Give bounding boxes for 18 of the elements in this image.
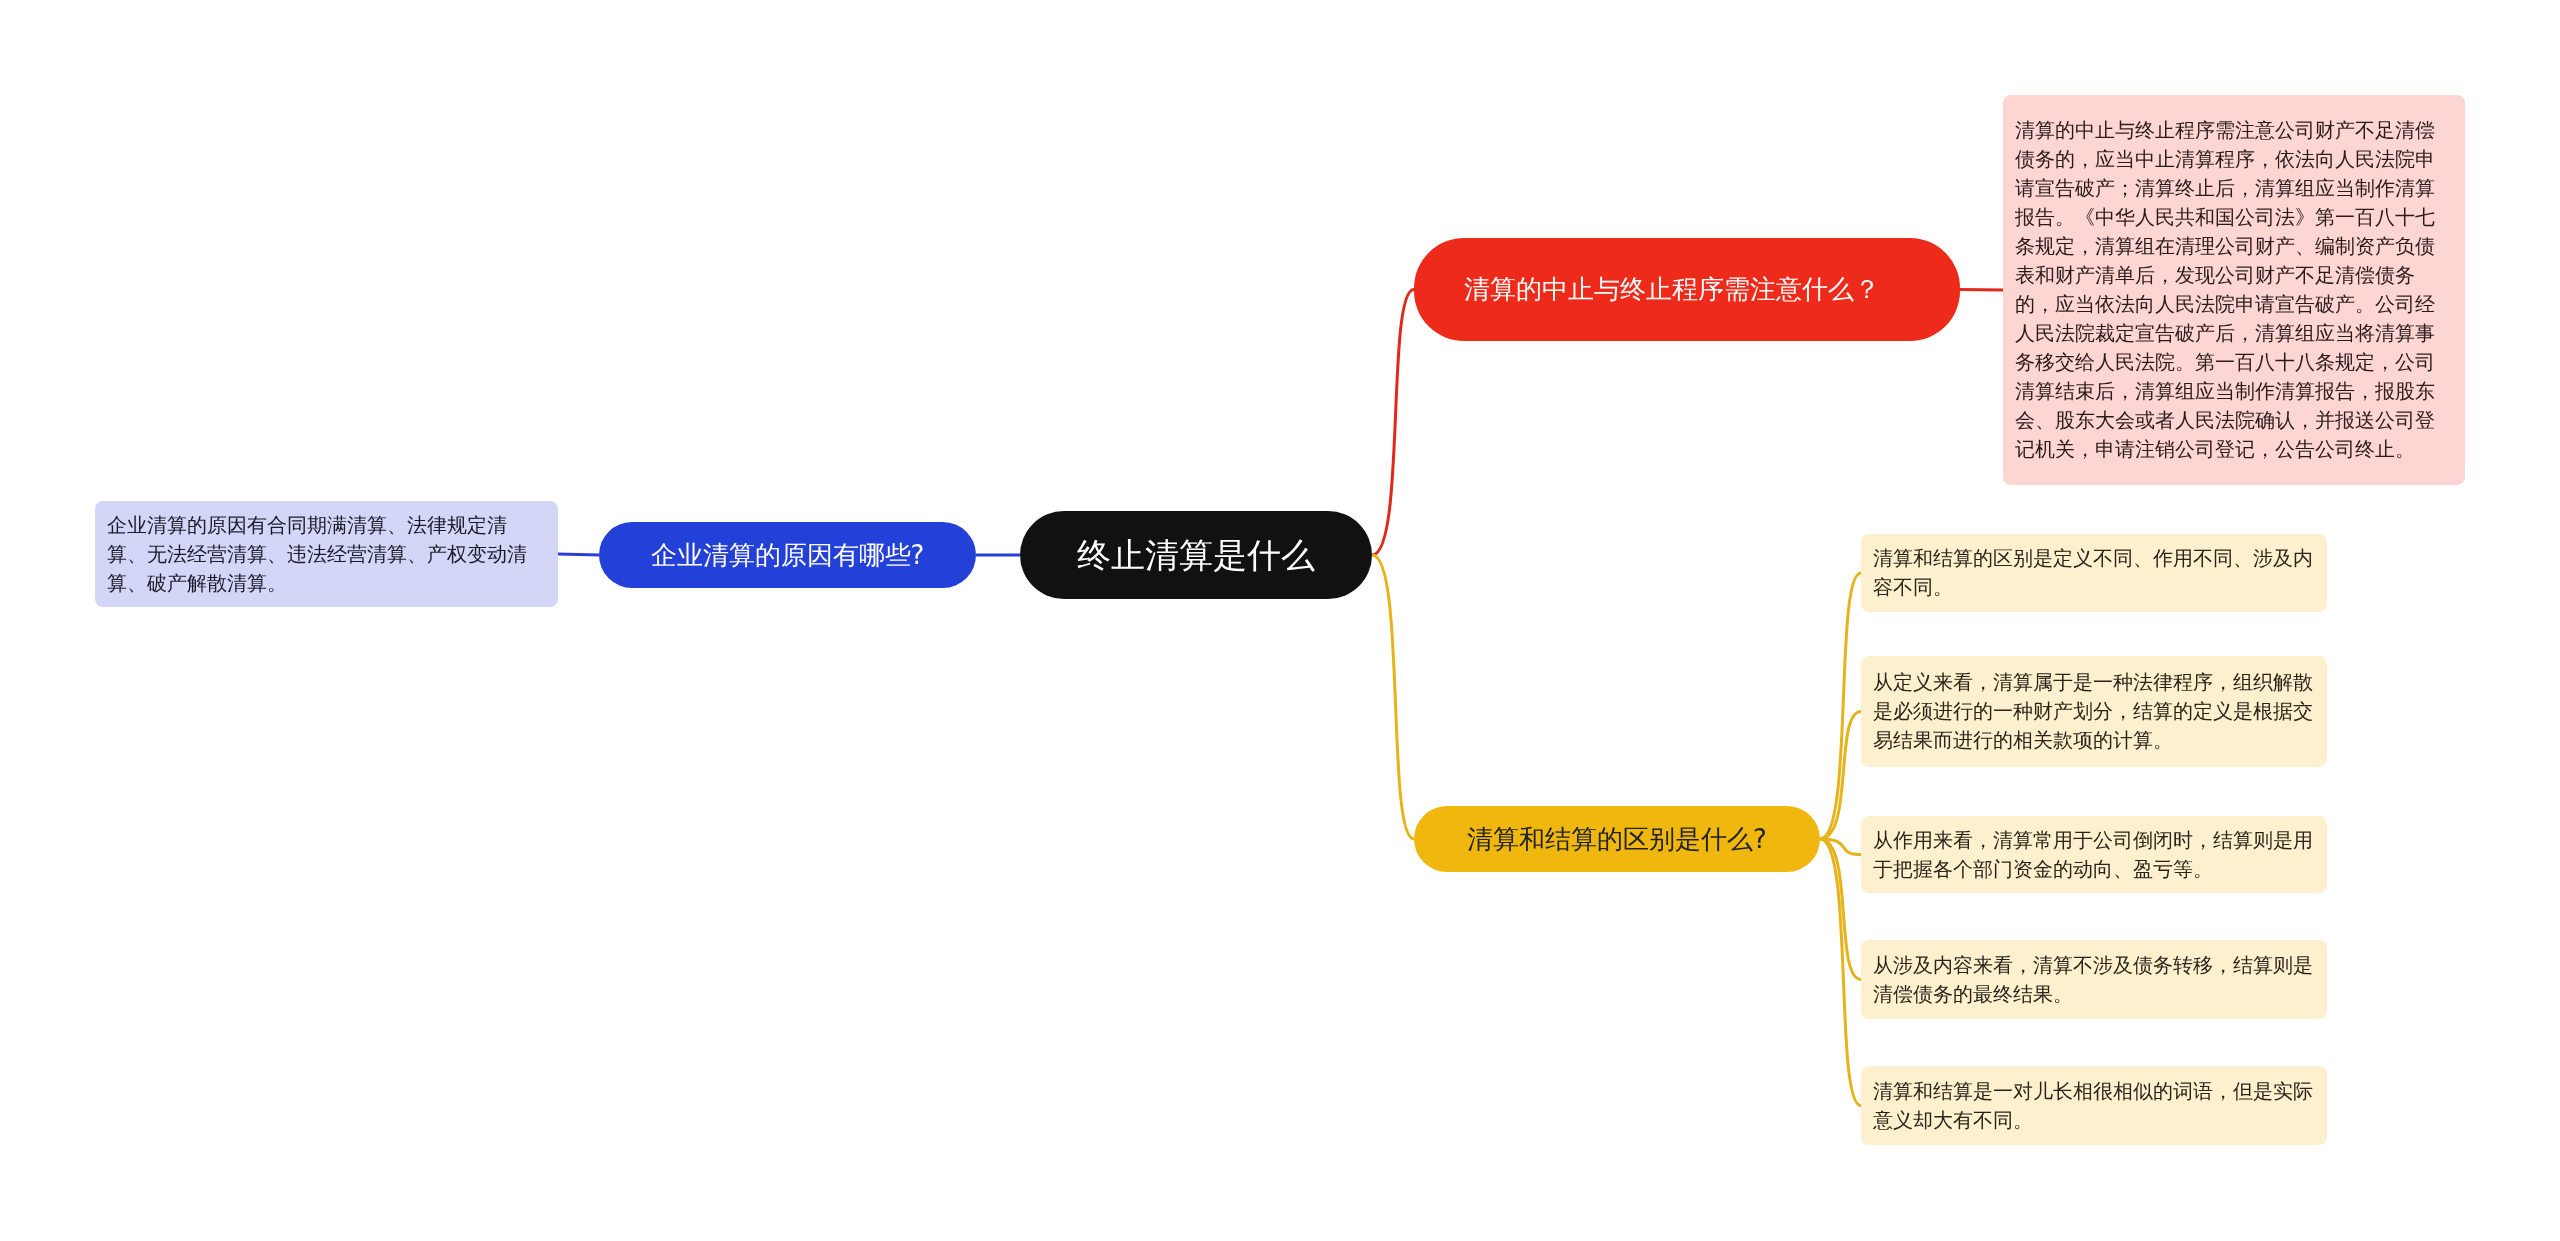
connector-line: [1819, 710, 1862, 841]
note-box: 清算和结算的区别是定义不同、作用不同、涉及内容不同。: [1861, 534, 2327, 612]
connector-line: [1960, 288, 2003, 292]
connector-line: [1819, 837, 1862, 1107]
connector-line: [976, 553, 1020, 557]
note-box: 清算和结算是一对儿长相很相似的词语，但是实际意义却大有不同。: [1861, 1066, 2327, 1145]
note-box: 从定义来看，清算属于是一种法律程序，组织解散是必须进行的一种财产划分，结算的定义是根据交易结果而进行的相关款项的计算。: [1861, 656, 2327, 767]
note-box: 从作用来看，清算常用于公司倒闭时，结算则是用于把握各个部门资金的动向、盈亏等。: [1861, 816, 2327, 893]
note-box: 从涉及内容来看，清算不涉及债务转移，结算则是清偿债务的最终结果。: [1861, 940, 2327, 1019]
note-box: 清算的中止与终止程序需注意公司财产不足清偿债务的，应当中止清算程序，依法向人民法院申请宣告破产；清算终止后，清算组应当制作清算报告。《中华人民共和国公司法》第一百八十七条规定，清算组在清理公司财产、编制资产负债表和财产清单后，发现公司财产不足清偿债务的，应当依法向人民法院申请宣告破产。公司经人民法院裁定宣告破产后，清算组应当将清算事务移交给人民法院。第一百八十八条规定，公司清算结束后，清算组应当制作清算报告，报股东会、股东大会或者人民法院确认，并报送公司登记机关，申请注销公司登记，公告公司终止。: [2003, 95, 2465, 485]
connector-line: [1371, 553, 1415, 841]
connector-line: [1371, 288, 1415, 557]
connector-line: [557, 552, 600, 557]
topic-box: 企业清算的原因有哪些?: [599, 522, 976, 588]
topic-box: 清算和结算的区别是什么?: [1414, 806, 1820, 872]
root-topic-box: 终止清算是什么: [1020, 511, 1372, 599]
note-box: 企业清算的原因有合同期满清算、法律规定清算、无法经营清算、违法经营清算、产权变动清算、破产解散清算。: [95, 501, 558, 607]
topic-box: 清算的中止与终止程序需注意什么？: [1414, 238, 1960, 341]
